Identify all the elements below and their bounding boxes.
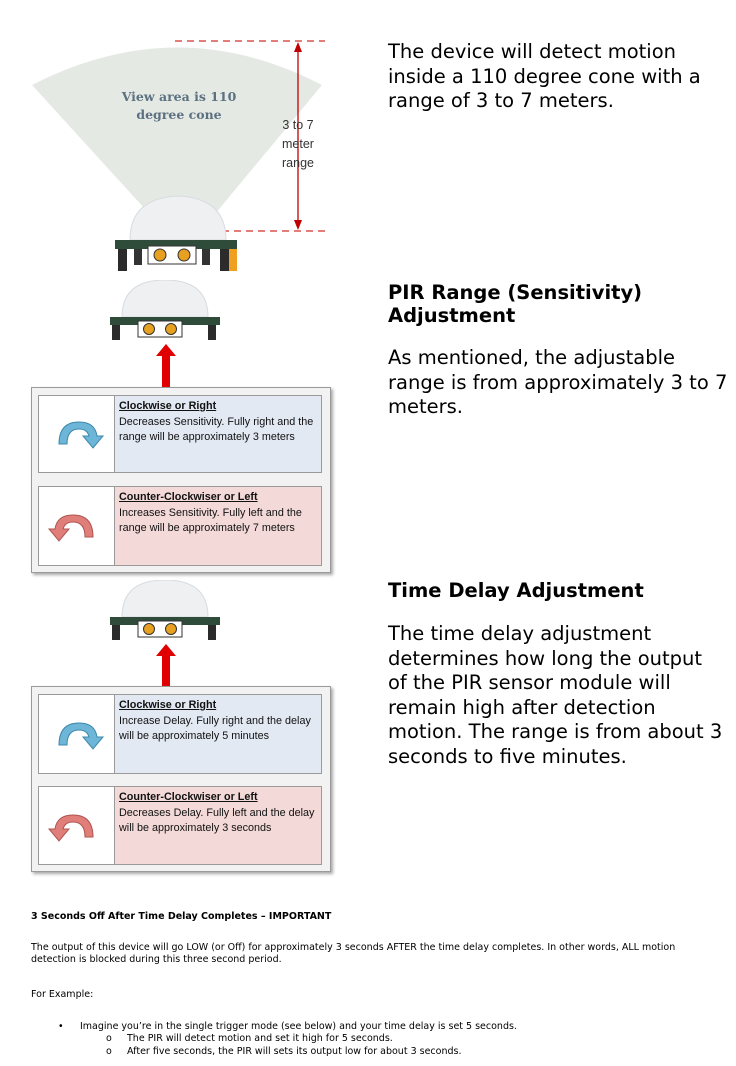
example-bullet: Imagine you’re in the single trigger mod… (80, 1021, 517, 1032)
delay-cw-heading: Clockwise or Right (119, 699, 217, 711)
sub-bullet-1: The PIR will detect motion and set it hi… (127, 1033, 393, 1044)
bullet-marker: • (58, 1021, 64, 1032)
counterclockwise-icon-2 (39, 787, 115, 864)
sub-bullet-marker-1: o (106, 1033, 112, 1044)
sensor-module-3 (100, 579, 230, 690)
sub-bullet-2: After five seconds, the PIR will sets it… (127, 1046, 462, 1057)
range-arrow-up (294, 42, 302, 52)
important-heading: 3 Seconds Off After Time Delay Completes… (31, 911, 332, 922)
range-heading: PIR Range (Sensitivity) Adjustment (388, 281, 643, 327)
dome-lens (129, 195, 227, 241)
clockwise-icon (39, 396, 115, 472)
sensitivity-cw-text: Decreases Sensitivity. Fully right and t… (119, 415, 314, 444)
delay-heading: Time Delay Adjustment (388, 579, 644, 602)
delay-body: The time delay adjustment determines how… (388, 622, 723, 768)
delay-ccw-text: Decreases Delay. Fully left and the dela… (119, 806, 315, 835)
sensitivity-clockwise-card: Clockwise or Right Decreases Sensitivity… (38, 395, 322, 473)
arrow-up-icon (156, 344, 176, 356)
pcb-board (115, 240, 237, 249)
counterclockwise-icon (39, 487, 115, 565)
clockwise-icon-2 (39, 695, 115, 773)
sensor-module-2 (100, 279, 230, 390)
delay-ccw-heading: Counter-Clockwiser or Left (119, 791, 258, 803)
delay-cw-text: Increase Delay. Fully right and the dela… (119, 714, 311, 743)
arrow-shaft (162, 352, 170, 387)
important-paragraph: The output of this device will go LOW (o… (31, 942, 676, 965)
sensitivity-panel: Clockwise or Right Decreases Sensitivity… (31, 387, 331, 573)
example-label: For Example: (31, 989, 94, 1000)
delay-panel: Clockwise or Right Increase Delay. Fully… (31, 686, 331, 872)
delay-clockwise-card: Clockwise or Right Increase Delay. Fully… (38, 694, 322, 774)
delay-counterclockwise-card: Counter-Clockwiser or Left Decreases Del… (38, 786, 322, 865)
sensitivity-ccw-text: Increases Sensitivity. Fully left and th… (119, 506, 302, 535)
arrow-up-icon-2 (156, 644, 176, 656)
sensitivity-counterclockwise-card: Counter-Clockwiser or Left Increases Sen… (38, 486, 322, 566)
sensitivity-ccw-heading: Counter-Clockwiser or Left (119, 491, 258, 503)
sensor-cone-diagram: View area is 110 degree cone 3 to 7 mete… (30, 30, 340, 280)
range-arrow-down (294, 220, 302, 230)
sub-bullet-marker-2: o (106, 1046, 112, 1057)
range-label: 3 to 7 meter range (282, 118, 314, 170)
range-body: As mentioned, the adjustable range is fr… (388, 346, 728, 418)
cone-svg (32, 40, 330, 271)
sensitivity-cw-heading: Clockwise or Right (119, 400, 217, 412)
view-cone-shape (32, 47, 322, 220)
intro-text: The device will detect motion inside a 1… (388, 40, 701, 112)
view-area-label: View area is 110 degree cone (121, 89, 237, 122)
